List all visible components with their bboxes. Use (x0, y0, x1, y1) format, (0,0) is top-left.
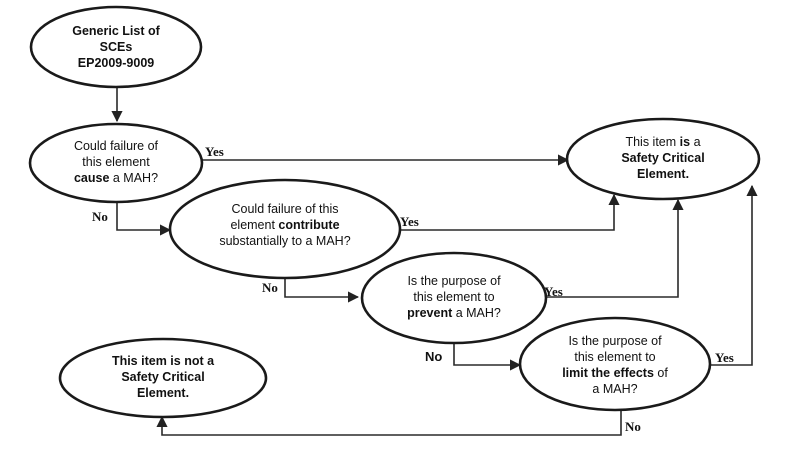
q2-line1: Could failure of this (231, 202, 338, 216)
q3-line2: this element to (413, 290, 494, 304)
start-line3: EP2009-9009 (78, 56, 155, 70)
q1-line1: Could failure of (74, 139, 159, 153)
label-q3-no: No (425, 349, 442, 364)
start-line2: SCEs (100, 40, 133, 54)
q3-line3-rest: a MAH? (452, 306, 501, 320)
not-sce-line2: Safety Critical (121, 370, 204, 384)
q2-line3: substantially to a MAH? (219, 234, 350, 248)
label-q2-no: No (262, 280, 278, 295)
edges (111, 88, 758, 436)
not-sce-line3: Element. (137, 386, 189, 400)
node-q3: Is the purpose of this element to preven… (360, 251, 548, 345)
q3-line3-bold: prevent (407, 306, 453, 320)
sce-line1-plain: This item (625, 135, 679, 149)
not-sce-ellipse (58, 337, 268, 419)
node-not-sce: This item is not a Safety Critical Eleme… (58, 337, 268, 419)
node-q2: Could failure of this element contribute… (168, 178, 402, 280)
edge-q2-yes-to-sce (382, 193, 620, 231)
q1-ellipse (28, 122, 204, 204)
sce-line1-rest: a (690, 135, 700, 149)
q1-line3-bold: cause (74, 171, 109, 185)
q3-line1: Is the purpose of (407, 274, 501, 288)
edge-q3-no-to-q4 (453, 342, 522, 371)
edge-q1-no-to-q2 (116, 202, 172, 236)
edge-labels: Yes No Yes No Yes No Yes No (92, 144, 734, 434)
q4-line1: Is the purpose of (568, 334, 662, 348)
label-q1-no: No (92, 209, 108, 224)
q1-line3: cause a MAH? (74, 171, 158, 185)
not-sce-line1: This item is not a (112, 354, 215, 368)
not-sce-line1-plain: This item is (112, 354, 184, 368)
q4-line4: a MAH? (592, 382, 637, 396)
node-sce: This item is a Safety Critical Element. (565, 117, 761, 201)
q1-line3-rest: a MAH? (109, 171, 158, 185)
sce-ellipse (565, 117, 761, 201)
q4-line3-bold: limit the effects (562, 366, 654, 380)
sce-line3: Element. (637, 167, 689, 181)
edge-q3-yes-to-sce (542, 198, 684, 298)
q4-ellipse (518, 316, 712, 412)
start-line1: Generic List of (72, 24, 160, 38)
q3-line3: prevent a MAH? (407, 306, 501, 320)
node-q4: Is the purpose of this element to limit … (518, 316, 712, 412)
sce-line1-bold: is (680, 135, 690, 149)
label-q4-yes: Yes (715, 350, 734, 365)
q3-ellipse (360, 251, 548, 345)
q4-line3-rest: of (654, 366, 668, 380)
sce-line1: This item is a (625, 135, 700, 149)
q4-line2: this element to (574, 350, 655, 364)
q2-line2: element contribute (230, 218, 339, 232)
edge-q4-no-to-not-sce (156, 410, 622, 436)
q2-line2-bold: contribute (278, 218, 339, 232)
q2-line2-plain: element (230, 218, 278, 232)
label-q4-no: No (625, 419, 641, 434)
q4-line3: limit the effects of (562, 366, 668, 380)
label-q1-yes: Yes (205, 144, 224, 159)
start-ellipse (29, 5, 203, 89)
edge-q2-no-to-q3 (284, 278, 360, 303)
node-start: Generic List of SCEs EP2009-9009 (29, 5, 203, 89)
q1-line2: this element (82, 155, 150, 169)
not-sce-line1-rest: a (204, 354, 215, 368)
label-q2-yes: Yes (400, 214, 419, 229)
node-q1: Could failure of this element cause a MA… (28, 122, 204, 204)
sce-line2: Safety Critical (621, 151, 704, 165)
edge-q4-yes-to-sce (708, 184, 758, 366)
q2-ellipse (168, 178, 402, 280)
label-q3-yes: Yes (544, 284, 563, 299)
not-sce-line1-bold: not (184, 354, 204, 368)
